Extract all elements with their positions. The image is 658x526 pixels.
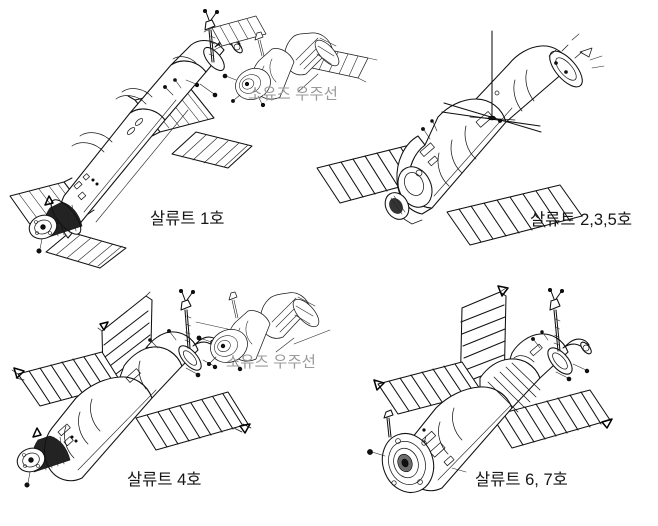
- soyuz-tr-leader-line: [297, 73, 319, 93]
- soyuz-bl-leader-line: [275, 337, 295, 353]
- caption-soyuz-bottom-left: 소유즈 우주선: [226, 354, 316, 371]
- caption-salyut-235: 살류트 2,3,5호: [530, 211, 633, 229]
- salyut-1-engine-assembly: [28, 195, 83, 254]
- salyut-4-main-body: [43, 346, 183, 482]
- soyuz-tr-orbital-module: [222, 68, 271, 108]
- soyuz-bl-mast: [228, 291, 239, 319]
- salyut-1-antenna-mast: [203, 9, 220, 63]
- salyut-235-group: [316, 30, 605, 246]
- salyut-235-small-booms: [421, 119, 438, 140]
- soyuz-bl-service-module: [260, 292, 320, 339]
- salyut-235-solar-panel-right: [446, 184, 583, 246]
- salyut-67-solar-panel-right: [491, 389, 613, 449]
- salyut-4-group: [11, 288, 252, 488]
- salyut-235-front-optics: [384, 135, 433, 225]
- soyuz-tr-solar-panel-left: [203, 15, 267, 51]
- salyut-1-antennas: [163, 78, 218, 98]
- salyut-235-nose-details: [571, 33, 593, 58]
- caption-salyut-4: 살류트 4호: [127, 471, 202, 489]
- salyut-235-antenna-mast: [441, 30, 542, 133]
- soyuz-tr-service-module: [284, 32, 340, 76]
- salyut-67-group: [367, 285, 613, 493]
- caption-soyuz-top-right: 소유즈 우주선: [248, 86, 338, 103]
- soyuz-bl-orbital-module: [196, 329, 248, 372]
- salyut-67-antenna-mast: [547, 287, 564, 352]
- salyut-4-engine-assembly: [16, 427, 71, 488]
- soyuz-tr-group: [203, 15, 378, 108]
- salyut-235-main-body: [408, 44, 605, 209]
- salyut-67-transfer-compartment: [509, 330, 592, 382]
- caption-salyut-67: 살류트 6, 7호: [475, 471, 568, 489]
- salyut-1-group: [9, 9, 253, 269]
- soyuz-tr-mast: [254, 31, 265, 57]
- soyuz-bl-group: [195, 291, 331, 372]
- caption-salyut-1: 살류트 1호: [150, 210, 225, 228]
- salyut-4-transfer-compartment: [145, 329, 222, 378]
- salyut-67-rear-docking-ring: [367, 409, 435, 493]
- salyut-4-solar-panel-right: [135, 391, 252, 451]
- salyut-4-antenna-mast: [179, 288, 196, 349]
